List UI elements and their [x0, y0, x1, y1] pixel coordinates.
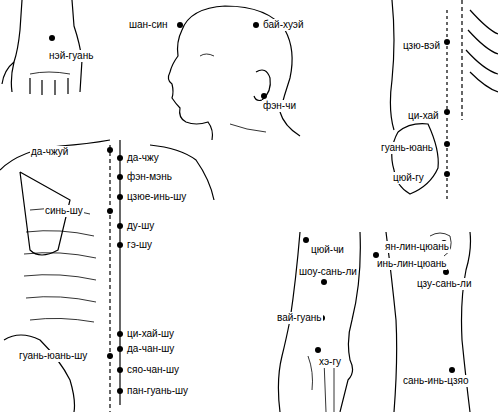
- point-label: ци-хай: [407, 110, 440, 122]
- point-label: гуань-юань: [380, 142, 434, 154]
- point-label: пан-гуань-шу: [126, 385, 189, 397]
- point-label: хэ-гу: [318, 356, 342, 368]
- hand-figure: [2, 0, 82, 95]
- point-dots: [49, 22, 455, 394]
- point-label: сяо-чан-шу: [126, 364, 180, 376]
- point-label: да-чжуй: [30, 146, 69, 158]
- point-label: цзу-сань-ли: [416, 278, 472, 290]
- point-label: нэй-гуань: [48, 50, 94, 62]
- point-label: шан-син: [128, 19, 169, 31]
- point-label: цюй-гу: [392, 172, 425, 184]
- point-label: шоу-сань-ли: [298, 266, 358, 278]
- point-label: ян-лин-цюань: [384, 241, 450, 253]
- point-label: вай-гуань: [276, 312, 323, 324]
- point-label: синь-шу: [44, 205, 84, 217]
- torso-figure: [390, 0, 498, 200]
- point-label: бай-хуэй: [262, 19, 305, 31]
- point-label: гэ-шу: [126, 239, 153, 251]
- back-figure: [0, 140, 214, 412]
- point-label: сань-инь-цзяо: [402, 375, 469, 387]
- point-label: гуань-юань-шу: [18, 350, 88, 362]
- point-label: фэн-чи: [262, 100, 297, 112]
- point-label: ду-шу: [126, 220, 155, 232]
- point-label: ци-хай-шу: [126, 328, 175, 340]
- point-label: цзю-вэй: [402, 40, 441, 52]
- point-label: да-чан-шу: [126, 343, 175, 355]
- point-label: да-чжу: [126, 152, 160, 164]
- point-label: цзюе-инь-шу: [126, 191, 187, 203]
- point-label: инь-лин-цюань: [376, 258, 447, 270]
- point-label: фэн-мэнь: [126, 171, 173, 183]
- point-label: цюй-чи: [310, 244, 345, 256]
